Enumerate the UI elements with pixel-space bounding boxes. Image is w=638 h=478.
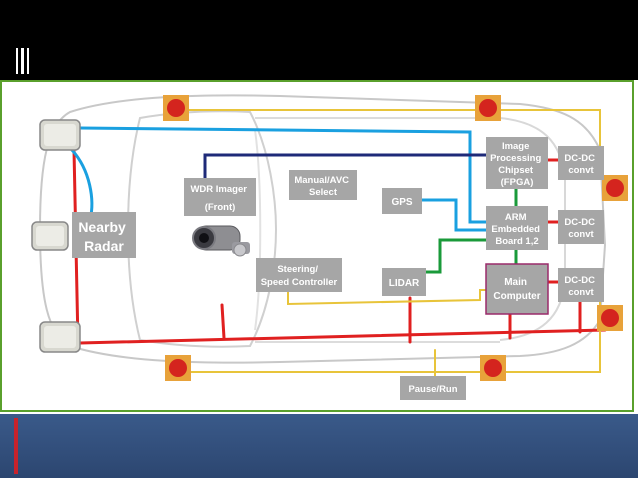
slide-marker (27, 48, 29, 74)
svg-text:GPS: GPS (391, 197, 412, 208)
gps-box: GPS (382, 188, 422, 214)
svg-text:Pause/Run: Pause/Run (408, 384, 457, 395)
main-computer-box: Main Computer (485, 263, 549, 315)
camera-line (203, 153, 489, 180)
svg-text:Image Processing C: Image Processing Chipset (FPGA) (490, 141, 544, 188)
estop-icon (480, 355, 506, 381)
svg-text:ARM Embedded Board: ARM Embedded Board 1,2 (491, 212, 542, 247)
svg-text:DC-DC convt: DC-DC convt (564, 275, 597, 298)
estop-icon (165, 355, 191, 381)
ethernet-line (408, 198, 488, 232)
estop-icon (475, 95, 501, 121)
power-line (78, 328, 607, 345)
wdr-imager-box: WDR Imager (Front) (184, 178, 256, 216)
arm-embedded-board-box: ARM Embedded Board 1,2 (486, 206, 548, 250)
radar-unit (31, 221, 69, 251)
dcdc-converter-box: DC-DC convt (558, 268, 604, 302)
svg-text:Main Computer: Main Computer (493, 277, 540, 302)
data-line (423, 238, 488, 274)
slide-marker (16, 48, 18, 74)
svg-text:LIDAR: LIDAR (389, 278, 420, 289)
svg-text:Nearby Radar: Nearby Radar (78, 219, 129, 254)
svg-text:Steering/ Speed Controll: Steering/ Speed Controller (261, 264, 338, 288)
svg-text:DC-DC convt: DC-DC convt (564, 153, 597, 176)
svg-text:WDR Imager (Front): WDR Imager (Front) (190, 184, 249, 213)
dcdc-converter-box: DC-DC convt (558, 146, 604, 180)
ethernet-line (78, 126, 488, 224)
estop-icon (597, 305, 623, 331)
estop-icon (163, 95, 189, 121)
steering-speed-controller-box: Steering/ Speed Controller (256, 258, 342, 292)
lidar-box: LIDAR (382, 268, 426, 296)
svg-text:DC-DC convt: DC-DC convt (564, 217, 597, 240)
slide-marker (21, 48, 24, 74)
manual-avc-select-box: Manual/AVC Select (289, 170, 357, 200)
footer-bar (0, 414, 638, 478)
power-line (220, 303, 226, 340)
image-processing-chipset-box: Image Processing Chipset (FPGA) (486, 137, 548, 189)
camera-icon (192, 225, 250, 257)
svg-text:Manual/AVC Select: Manual/AVC Select (294, 175, 351, 198)
control-line (287, 289, 487, 306)
estop-icon (602, 175, 628, 201)
pause-run-box[interactable]: Pause/Run (400, 376, 466, 400)
radar-unit (39, 119, 81, 151)
radar-unit (39, 321, 81, 353)
nearby-radar-label: Nearby Radar (72, 212, 136, 258)
dcdc-converter-box: DC-DC convt (558, 210, 604, 244)
footer-accent (14, 418, 18, 474)
title-bar (0, 0, 638, 80)
